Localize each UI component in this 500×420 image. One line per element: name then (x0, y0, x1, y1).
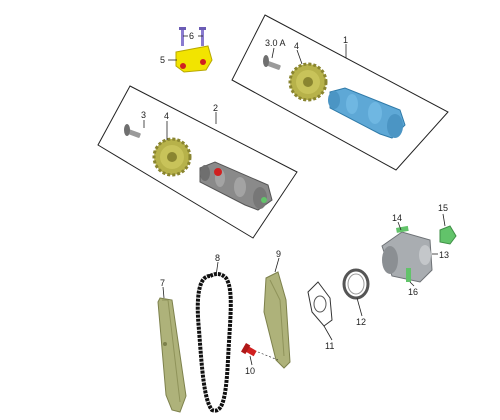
green-bolt-part-15 (439, 225, 457, 245)
tensioner-rail-part-9 (263, 271, 291, 369)
bolt-part-6b (201, 28, 204, 46)
callout-3-0a: 3.0 A (265, 38, 286, 48)
assembly-box-2 (97, 85, 298, 239)
bolt-part-10 (241, 342, 279, 361)
bracket-part-5 (168, 27, 213, 73)
callout-7: 7 (160, 278, 165, 288)
callout-15: 15 (438, 203, 448, 213)
seal-ring-part-12 (342, 268, 370, 300)
timing-chain-part-8 (195, 272, 233, 413)
green-marker-part (261, 197, 267, 203)
sprocket-part-4-lower (152, 137, 192, 177)
bolt-part-6a (181, 28, 184, 46)
callout-6: 6 (189, 31, 194, 41)
callout-9: 9 (276, 249, 281, 259)
callout-14: 14 (392, 213, 402, 223)
gasket-part-11 (307, 281, 333, 327)
callout-4-lower: 4 (164, 111, 169, 121)
callout-3: 3 (141, 110, 146, 120)
bolt-part-3 (124, 124, 141, 138)
camshaft-part-1 (328, 87, 406, 139)
callout-5: 5 (160, 55, 165, 65)
callout-1: 1 (343, 35, 348, 45)
green-bolt-part-16 (406, 268, 411, 282)
tensioner-housing-part-13 (381, 231, 433, 283)
callout-13: 13 (439, 250, 449, 260)
sprocket-part-4-upper (288, 62, 328, 102)
callout-labels: 1 2 3 3.0 A 4 4 5 6 7 8 9 10 11 12 13 14… (141, 31, 449, 376)
callout-16: 16 (408, 287, 418, 297)
callout-4-upper: 4 (294, 41, 299, 51)
callout-12: 12 (356, 317, 366, 327)
callout-2: 2 (213, 103, 218, 113)
bolt-part-3-0a (263, 55, 281, 70)
assembly-box-1 (231, 14, 449, 171)
camshaft-part-2 (199, 161, 273, 211)
callout-8: 8 (215, 253, 220, 263)
green-bolt-part-14 (396, 225, 409, 233)
callout-11: 11 (325, 341, 334, 351)
red-marker-part (214, 168, 222, 176)
leader-lines (143, 44, 446, 366)
chain-guide-part-7 (157, 297, 187, 413)
callout-10: 10 (245, 366, 255, 376)
